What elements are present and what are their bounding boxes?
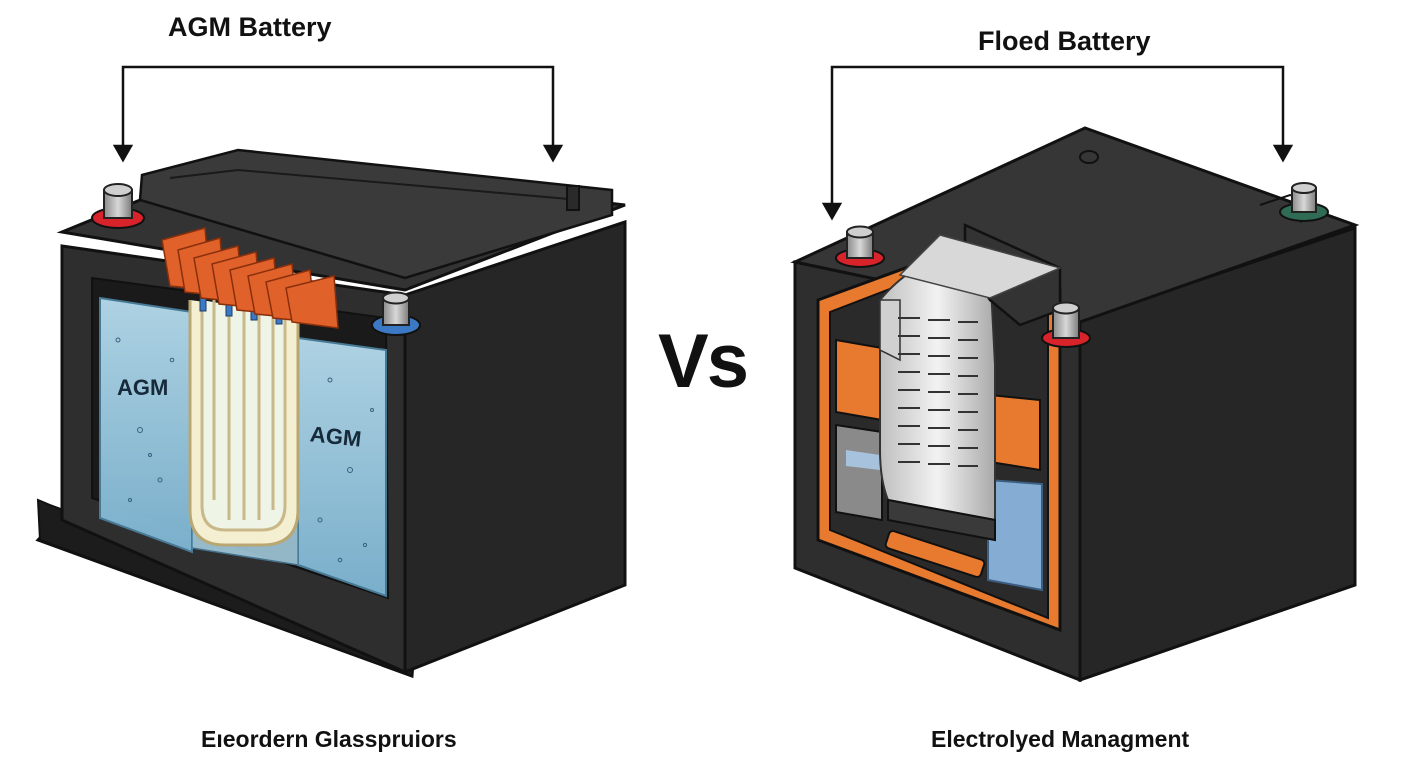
- agm-copper-straps: [161, 227, 339, 329]
- flooded-terminal-second: [1041, 301, 1091, 348]
- agm-terminal-negative: [371, 291, 421, 336]
- agm-title-leader-lines: [112, 65, 564, 163]
- agm-battery-title: AGM Battery: [168, 12, 332, 42]
- versus-label: Vs: [658, 319, 749, 404]
- flooded-battery-title: Floed Battery: [978, 26, 1151, 56]
- agm-case-side: [403, 219, 627, 675]
- agm-glass-mat-left: [99, 296, 193, 554]
- agm-glass-mat-right-label: AGM: [308, 421, 363, 452]
- flooded-terminal-positive: [835, 225, 885, 268]
- agm-plate-stack: [188, 300, 300, 547]
- agm-glass-mat-left-label: AGM: [117, 375, 169, 400]
- agm-terminal-positive: [91, 183, 145, 229]
- flooded-battery: [790, 65, 1360, 683]
- flooded-plate-grid: [879, 258, 996, 542]
- flooded-title-leader-lines: [821, 65, 1294, 221]
- flooded-battery-caption: Electrolyed Managment: [931, 726, 1190, 752]
- agm-glass-mat-right: [297, 336, 387, 598]
- agm-battery: [35, 65, 627, 679]
- flooded-electrolyte-pool: [987, 478, 1043, 592]
- agm-battery-caption: Eıeordern Glasspruiors: [201, 726, 457, 752]
- flooded-terminal-negative: [1279, 182, 1329, 222]
